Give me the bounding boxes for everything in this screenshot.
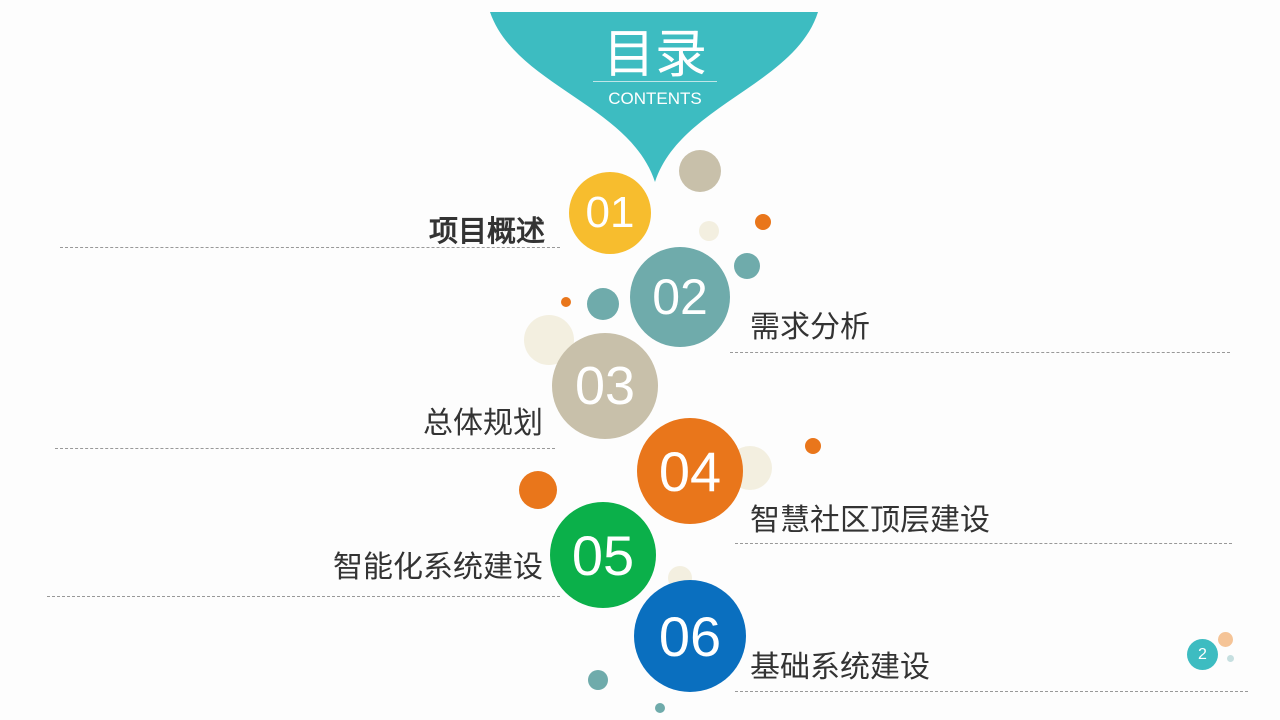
item-label-06[interactable]: 基础系统建设 <box>750 650 930 685</box>
decor-dot <box>655 703 665 713</box>
title-divider <box>593 81 717 82</box>
item-number-02[interactable]: 02 <box>630 247 730 347</box>
decor-dot <box>699 221 719 241</box>
item-number-05[interactable]: 05 <box>550 502 656 608</box>
page-subtitle: CONTENTS <box>608 89 702 108</box>
decor-dot <box>1227 655 1234 662</box>
page-title: 目录 <box>602 25 707 85</box>
item-label-02[interactable]: 需求分析 <box>750 310 870 345</box>
divider <box>735 543 1232 544</box>
decor-dot <box>588 670 608 690</box>
decor-dot <box>587 288 619 320</box>
decor-dot <box>805 438 821 454</box>
decor-dot <box>679 150 721 192</box>
divider <box>47 596 560 597</box>
decor-dot <box>1218 632 1233 647</box>
item-number-04[interactable]: 04 <box>637 418 743 524</box>
item-label-01[interactable]: 项目概述 <box>428 214 545 248</box>
item-label-05[interactable]: 智能化系统建设 <box>333 550 543 585</box>
decor-dot <box>755 214 771 230</box>
decor-dot <box>561 297 571 307</box>
page-number: 2 <box>1187 639 1218 670</box>
divider <box>60 247 560 248</box>
divider <box>735 691 1248 692</box>
decor-dot <box>519 471 557 509</box>
item-label-04[interactable]: 智慧社区顶层建设 <box>750 503 990 538</box>
item-number-01[interactable]: 01 <box>569 172 651 254</box>
item-label-03[interactable]: 总体规划 <box>423 406 543 441</box>
item-number-03[interactable]: 03 <box>552 333 658 439</box>
divider <box>55 448 555 449</box>
item-number-06[interactable]: 06 <box>634 580 746 692</box>
decor-dot <box>734 253 760 279</box>
divider <box>730 352 1230 353</box>
